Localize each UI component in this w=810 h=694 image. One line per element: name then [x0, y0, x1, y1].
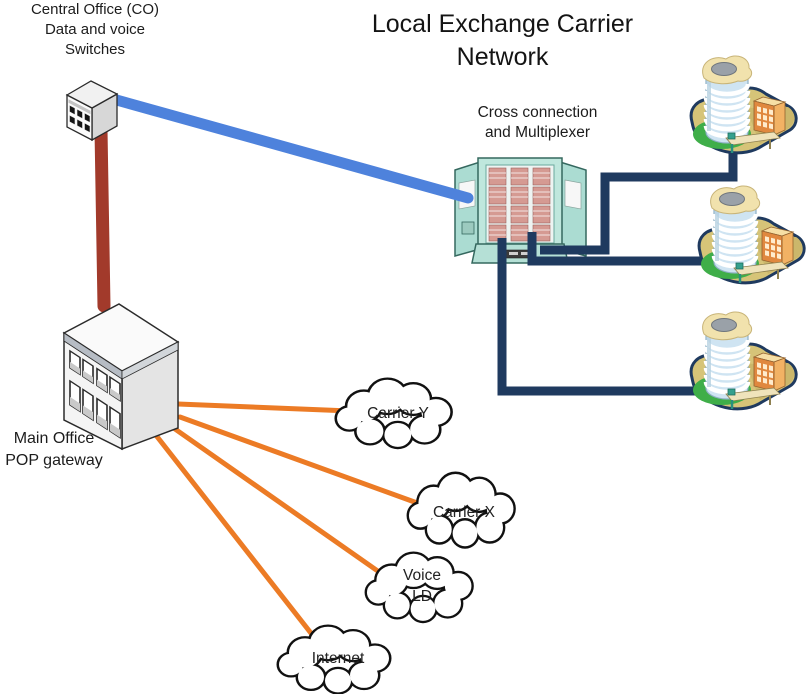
link-pop-to-carrier-x [177, 414, 423, 507]
main-office-label-line1: Main Office [13, 430, 95, 447]
cross-connect-label-line2: and Multiplexer [484, 124, 591, 141]
voice-ld-text-line2: LD [412, 588, 432, 605]
diagram-title-line1: Local Exchange Carrier [371, 10, 634, 38]
cloud-label-internet: Internet [278, 648, 398, 669]
central-office-label-line1: Central Office (CO) [30, 1, 160, 18]
distribution-cabinet-icon [454, 157, 587, 264]
cloud-label-carrier-y: Carrier Y [336, 403, 460, 424]
diagram-title: Local Exchange Carrier Network [335, 8, 670, 74]
link-pop-to-voice-ld [172, 426, 385, 577]
office-tower-icon-2 [699, 186, 804, 283]
link-pop-to-internet [152, 431, 317, 640]
diagram-title-line2: Network [456, 43, 549, 71]
cloud-label-voice-ld: Voice LD [366, 565, 478, 607]
central-office-label-line2: Data and voice [44, 21, 146, 38]
main-office-label: Main Office POP gateway [0, 428, 108, 472]
link-co-to-pop [94, 123, 111, 313]
switch-device-icon [65, 80, 119, 142]
office-tower-icon-1 [691, 56, 796, 153]
cross-connect-label-line1: Cross connection [477, 104, 598, 121]
office-tower-icon-3 [691, 312, 796, 409]
cloud-label-carrier-x: Carrier X [408, 502, 520, 523]
central-office-label: Central Office (CO) Data and voice Switc… [0, 0, 190, 60]
carrier-x-text: Carrier X [432, 504, 495, 521]
cross-connect-label: Cross connection and Multiplexer [450, 103, 625, 143]
link-mux-to-building-1 [540, 148, 738, 255]
carrier-y-text: Carrier Y [367, 405, 429, 422]
navy-trunk-links [497, 148, 738, 396]
link-co-to-mux [107, 93, 474, 204]
link-pop-to-carrier-y [175, 401, 353, 414]
office-building-icon [62, 303, 180, 451]
internet-text: Internet [311, 650, 365, 667]
voice-ld-text-line1: Voice [403, 567, 441, 584]
link-mux-to-building-2 [527, 232, 704, 266]
orange-access-links [152, 401, 423, 640]
central-office-label-line3: Switches [64, 41, 126, 58]
link-mux-to-building-3 [497, 238, 700, 396]
main-office-label-line2: POP gateway [5, 452, 103, 469]
